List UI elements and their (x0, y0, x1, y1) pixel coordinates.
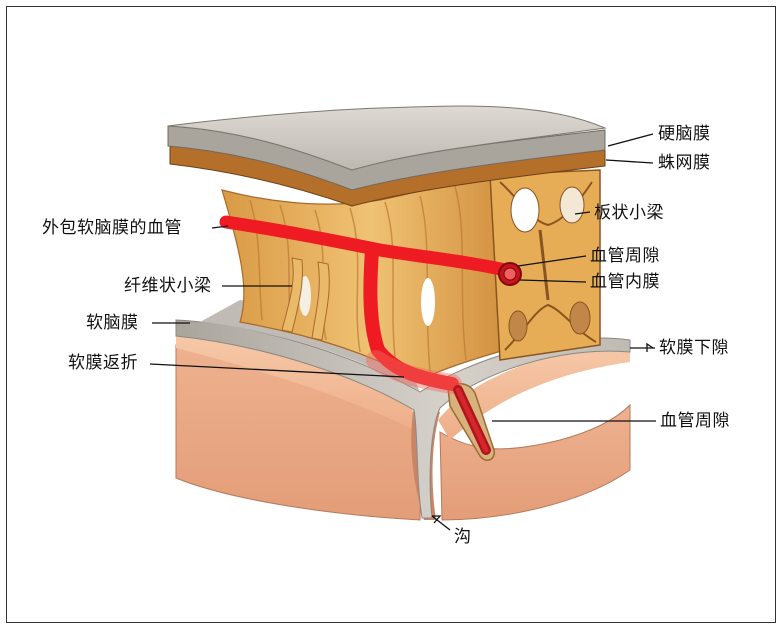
label-fibrous-trabeculae: 纤维状小梁 (124, 276, 212, 296)
label-plate-trabeculae: 板状小梁 (594, 203, 664, 223)
label-pia-mater: 软脑膜 (86, 313, 139, 333)
leader-arachnoid (606, 160, 653, 163)
label-sulcus: 沟 (454, 527, 472, 547)
leader-dura (608, 134, 653, 146)
label-subpial-space: 软膜下隙 (659, 338, 729, 358)
label-pia-covered-vessel: 外包软脑膜的血管 (42, 218, 182, 238)
label-arachnoid: 蛛网膜 (658, 153, 711, 173)
label-perivascular-space-top: 血管周隙 (590, 246, 660, 266)
label-vessel-intima: 血管内膜 (590, 272, 660, 292)
label-perivascular-space-bottom: 血管周隙 (660, 411, 730, 431)
label-pia-reflection: 软膜返折 (68, 353, 138, 373)
label-dura: 硬脑膜 (658, 124, 711, 144)
